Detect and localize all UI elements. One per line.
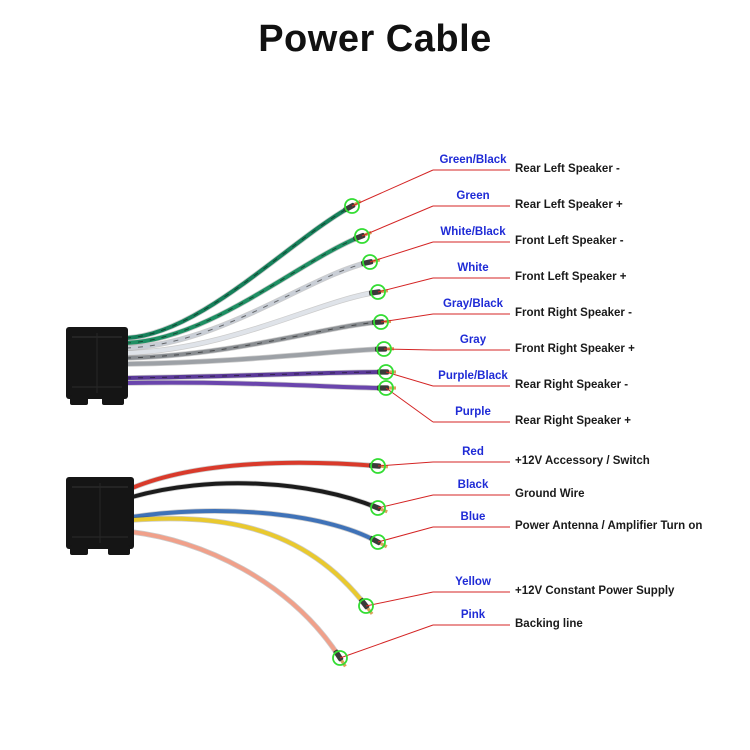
wire-function-label: Rear Left Speaker - — [515, 163, 620, 175]
connector-latch — [108, 545, 130, 555]
leader-line-diagonal — [385, 387, 434, 423]
marker-ring — [370, 284, 386, 300]
wire-color-label: Green/Black — [439, 154, 507, 166]
wire-stripe-purple-black — [125, 371, 387, 379]
wire-function-label: +12V Constant Power Supply — [515, 585, 675, 597]
marker-ring — [370, 500, 386, 516]
wire-color-label: White/Black — [440, 226, 506, 238]
wire-green — [124, 234, 364, 345]
wire-function-label: +12V Accessory / Switch — [515, 455, 650, 467]
marker-ring — [332, 650, 348, 666]
marker-ring — [344, 198, 360, 214]
leader-line-diagonal — [377, 277, 434, 293]
leader-line-diagonal — [361, 205, 434, 237]
wire-function-label: Rear Right Speaker + — [515, 415, 632, 427]
wire-color-label: Red — [462, 446, 484, 458]
marker-ring — [376, 341, 392, 357]
wire-white — [124, 290, 380, 355]
wire-gray — [124, 347, 386, 366]
wire-function-label: Rear Left Speaker + — [515, 199, 623, 211]
wire-shadow — [129, 515, 369, 609]
leader-line-diagonal — [351, 169, 434, 207]
wire-color-label: Green — [456, 190, 490, 202]
wire-purple — [124, 380, 388, 390]
wire-function-label: Front Right Speaker - — [515, 307, 632, 319]
wire-color-label: White — [457, 262, 489, 274]
leader-line-diagonal — [339, 624, 434, 659]
marker-ring — [373, 314, 389, 330]
connector-latch — [70, 395, 88, 405]
marker-ring — [378, 380, 394, 396]
leader-line-diagonal — [385, 371, 434, 387]
wire-black — [130, 481, 380, 510]
marker-ring — [362, 254, 378, 270]
wire-green-black — [124, 204, 354, 340]
wire-function-label: Backing line — [515, 618, 583, 630]
diagram-title: Power Cable — [258, 18, 492, 60]
leader-line-diagonal — [365, 591, 434, 607]
wire-function-label: Front Left Speaker - — [515, 235, 624, 247]
wire-white-black — [124, 260, 372, 350]
wire-blue — [130, 509, 380, 544]
leader-line-diagonal — [380, 313, 434, 323]
wire-color-label: Yellow — [455, 576, 491, 588]
leader-line-diagonal — [383, 348, 434, 351]
wire-color-label: Gray/Black — [442, 298, 504, 310]
wire-color-label: Gray — [459, 334, 487, 346]
wire-yellow — [130, 516, 368, 608]
wire-color-label: Black — [457, 479, 489, 491]
wire-function-label: Front Left Speaker + — [515, 271, 627, 283]
wire-pink — [130, 530, 342, 660]
wire-function-label: Ground Wire — [515, 488, 585, 500]
leader-line-diagonal — [377, 494, 434, 509]
wire-color-label: Purple/Black — [438, 370, 508, 382]
wire-color-label: Blue — [460, 511, 486, 523]
wire-function-label: Power Antenna / Amplifier Turn on — [515, 520, 703, 532]
marker-ring — [378, 364, 394, 380]
marker-ring — [370, 534, 386, 550]
wire-function-label: Front Right Speaker + — [515, 343, 635, 355]
leader-line-diagonal — [369, 241, 434, 263]
wire-red — [130, 460, 380, 490]
connector-latch — [102, 395, 124, 405]
wire-color-label: Purple — [455, 406, 491, 418]
wire-function-label: Rear Right Speaker - — [515, 379, 629, 391]
marker-ring — [370, 458, 386, 474]
marker-ring — [358, 598, 374, 614]
connector-latch — [70, 545, 88, 555]
leader-line-diagonal — [377, 461, 434, 467]
wire-stripe-green — [125, 235, 363, 344]
leader-line-diagonal — [377, 526, 434, 543]
marker-ring — [354, 228, 370, 244]
wire-gray-black — [124, 320, 383, 360]
wire-color-label: Pink — [460, 609, 486, 621]
